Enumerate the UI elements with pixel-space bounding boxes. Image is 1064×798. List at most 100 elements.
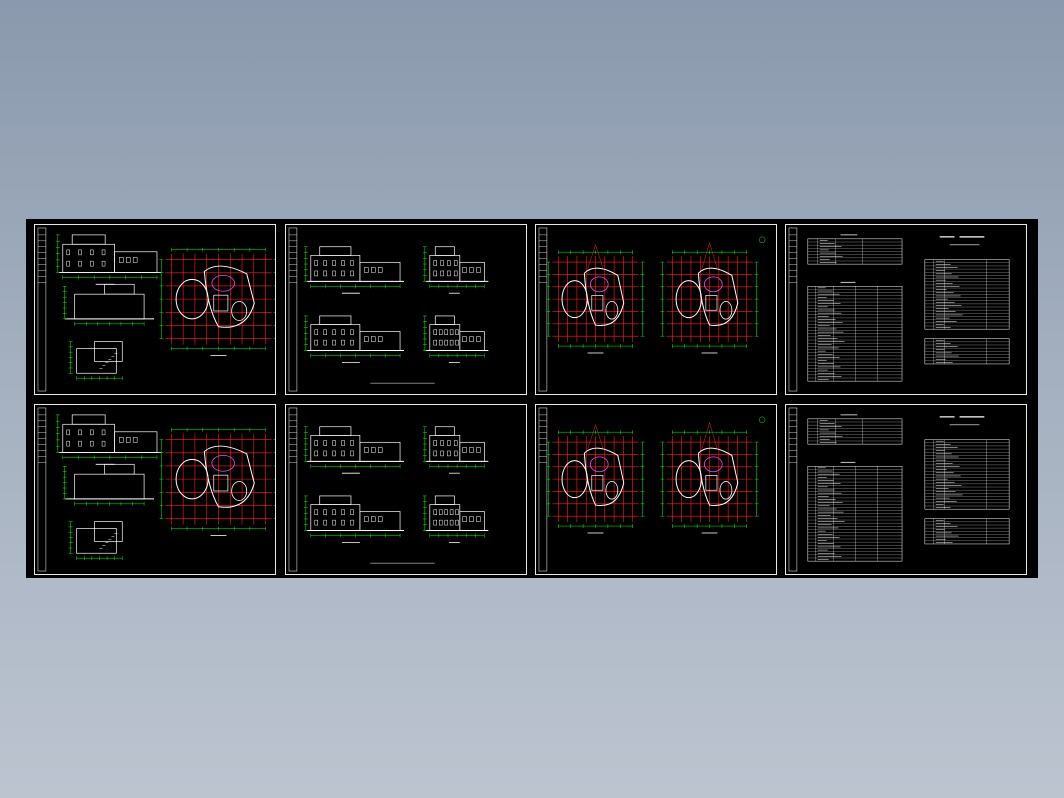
building-elevation <box>422 495 489 543</box>
section-drawing <box>62 463 155 506</box>
building-elevation <box>303 426 405 474</box>
schedule-table <box>807 418 903 445</box>
drawing-sheet-5[interactable] <box>34 404 276 575</box>
dimension-chain <box>429 533 485 538</box>
dimension-chain <box>429 353 485 358</box>
dimension-chain <box>171 526 266 531</box>
title-block-strip <box>37 227 47 392</box>
dimension-chain <box>310 464 401 469</box>
schedule-table <box>924 259 1010 330</box>
dimension-chain <box>55 414 60 453</box>
schedule-table <box>807 466 903 562</box>
schedule-table <box>807 238 903 265</box>
sheet-linework <box>37 227 275 392</box>
schedule-table <box>924 439 1010 510</box>
schedule-table <box>924 518 1010 545</box>
building-elevation <box>55 414 161 465</box>
drawing-list-title <box>939 416 985 426</box>
sheet-linework <box>538 407 766 572</box>
drawing-sheet-7[interactable] <box>535 404 777 575</box>
building-elevation <box>303 246 405 294</box>
building-elevation <box>422 426 489 474</box>
dimension-chain <box>303 315 308 351</box>
dimension-chain <box>754 261 759 337</box>
dimension-chain <box>273 259 275 339</box>
cad-drawing-canvas[interactable] <box>26 219 1038 578</box>
building-elevation <box>55 234 161 285</box>
dimension-chain <box>558 430 633 435</box>
dimension-chain <box>558 524 633 529</box>
dimension-chain <box>754 441 759 517</box>
dimension-chain <box>640 261 645 337</box>
dimension-chain <box>422 315 427 351</box>
floor-plan <box>660 250 759 354</box>
dimension-chain <box>159 259 164 339</box>
floor-plan <box>546 250 645 354</box>
dimension-chain <box>303 246 308 282</box>
dimension-chain <box>672 524 747 529</box>
schedule-table <box>807 286 903 382</box>
notes-heading <box>840 234 858 283</box>
notes-heading <box>840 414 858 463</box>
dimension-chain <box>558 250 633 255</box>
drawing-list-title <box>939 236 985 246</box>
title-block-strip <box>538 227 548 392</box>
dimension-chain <box>62 286 67 320</box>
drawing-sheet-8[interactable] <box>785 404 1027 575</box>
dimension-chain <box>429 464 485 469</box>
dimension-chain <box>310 533 401 538</box>
building-elevation <box>303 495 405 543</box>
dimension-chain <box>546 261 551 337</box>
drawing-sheet-6[interactable] <box>285 404 527 575</box>
drawing-sheet-1[interactable] <box>34 224 276 395</box>
sheet-linework <box>788 407 1010 572</box>
dimension-chain <box>422 426 427 462</box>
dimension-chain <box>303 495 308 531</box>
dimension-chain <box>546 441 551 517</box>
dimension-chain <box>171 346 266 351</box>
sheet-linework <box>37 407 275 572</box>
dimension-chain <box>640 441 645 517</box>
dimension-chain <box>68 521 73 554</box>
sheet-linework <box>788 227 1010 392</box>
dimension-chain <box>303 426 308 462</box>
dimension-chain <box>62 466 67 500</box>
dimension-chain <box>55 234 60 273</box>
floor-plan <box>546 430 645 534</box>
title-block-strip <box>37 407 47 572</box>
dimension-chain <box>672 344 747 349</box>
dimension-chain <box>273 439 275 519</box>
building-elevation <box>422 315 489 363</box>
dimension-chain <box>672 430 747 435</box>
sheet-linework <box>538 227 766 392</box>
roof-lines <box>587 422 718 450</box>
dimension-chain <box>672 250 747 255</box>
building-elevation <box>422 246 489 294</box>
building-elevation <box>303 315 405 363</box>
drawing-sheet-3[interactable] <box>535 224 777 395</box>
floor-plan <box>159 247 275 356</box>
dimension-chain <box>159 439 164 519</box>
dimension-chain <box>660 261 665 337</box>
title-block-strip <box>288 407 298 572</box>
dimension-chain <box>422 495 427 531</box>
dimension-chain <box>62 275 158 280</box>
dimension-chain <box>74 321 145 326</box>
dimension-chain <box>62 455 158 460</box>
stair-section <box>68 341 123 381</box>
dimension-chain <box>422 246 427 282</box>
dimension-chain <box>310 284 401 289</box>
drawing-sheet-2[interactable] <box>285 224 527 395</box>
section-drawing <box>62 283 155 326</box>
dimension-chain <box>310 353 401 358</box>
roof-lines <box>587 242 718 270</box>
dimension-chain <box>429 284 485 289</box>
floor-plan <box>660 430 759 534</box>
dimension-chain <box>74 501 145 506</box>
title-block-strip <box>788 227 798 392</box>
title-block-strip <box>538 407 548 572</box>
dimension-chain <box>171 427 266 432</box>
drawing-sheet-4[interactable] <box>785 224 1027 395</box>
dimension-chain <box>68 341 73 374</box>
title-block-strip <box>288 227 298 392</box>
